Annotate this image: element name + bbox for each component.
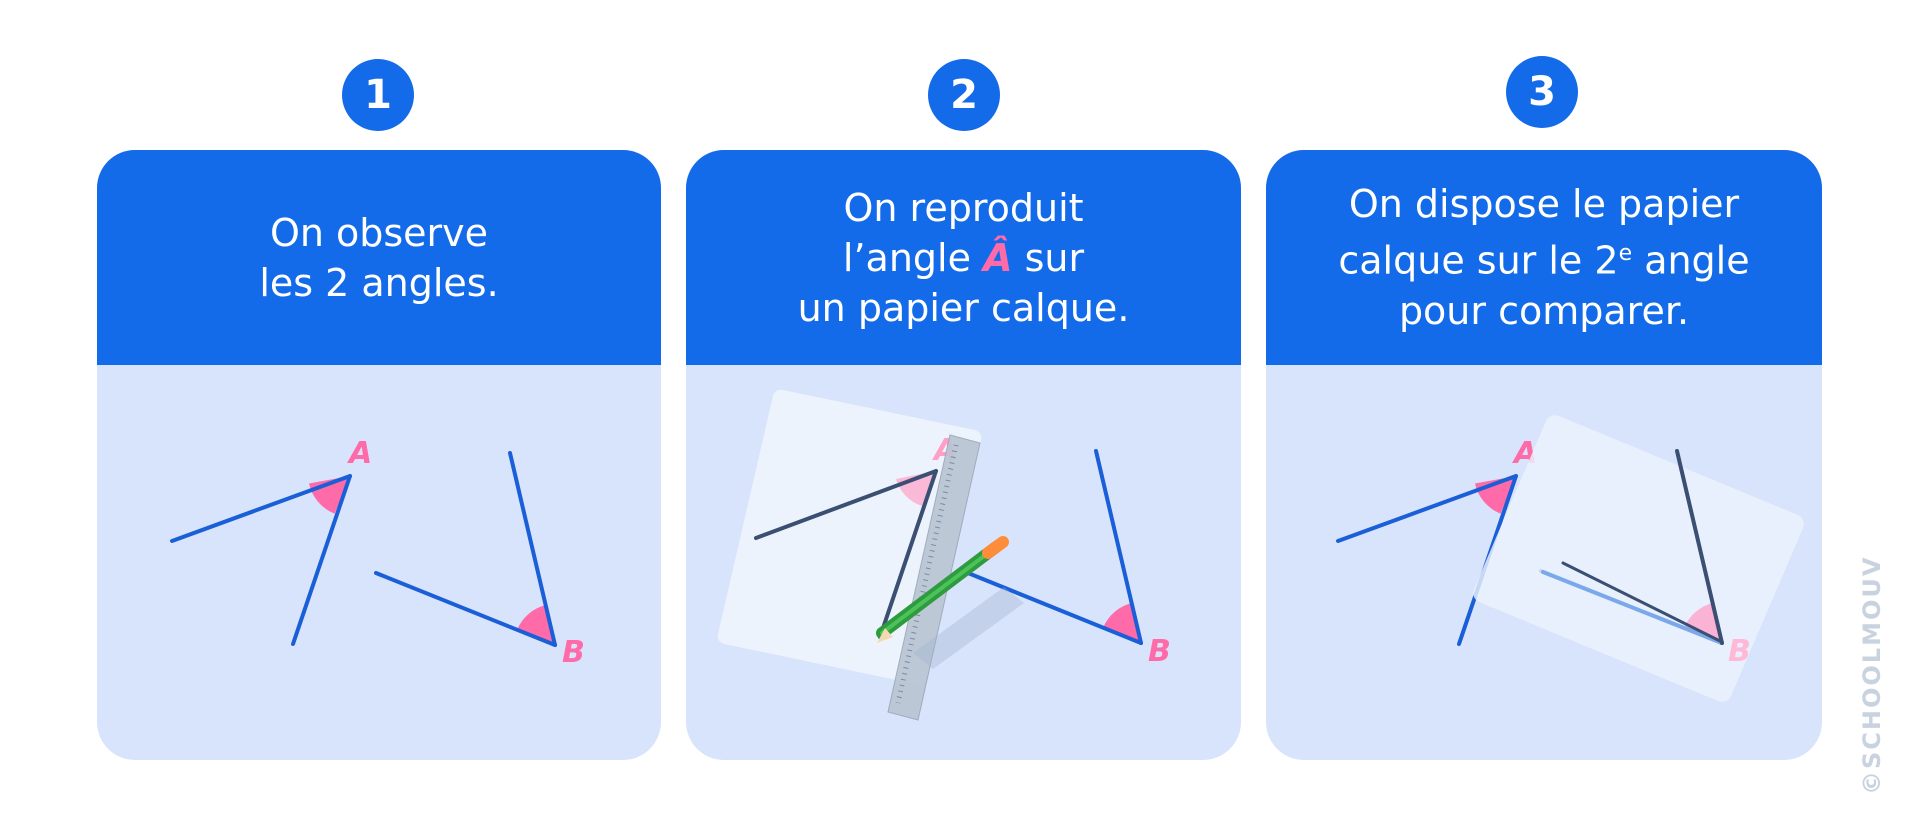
step-number-badge: 1 [342, 59, 414, 131]
angle-b-label: B [1148, 634, 1171, 669]
angle-a-label: A [347, 436, 372, 471]
step-number-badge: 2 [928, 59, 1000, 131]
angles-drawing: A B [170, 436, 585, 670]
copyright-watermark: ©SCHOOLMOUV [1858, 555, 1886, 795]
angle-b-label: B [562, 635, 585, 670]
description-text: l’angle [842, 235, 984, 280]
description-line: On dispose le papier [1348, 182, 1740, 227]
step-description: On dispose le papier calque sur le 2e an… [1266, 150, 1822, 365]
angle-a-symbol: Â [983, 235, 1013, 280]
description-line: On reproduit [843, 185, 1084, 230]
comparison-illustration: A B [1266, 365, 1822, 760]
description-text: angle [1632, 238, 1750, 283]
description-line: les 2 angles. [259, 260, 499, 305]
angles-illustration: A B [97, 365, 661, 760]
step-description: On observe les 2 angles. [97, 150, 661, 365]
traced-angle-overlay: B [1541, 449, 1751, 669]
step-number-badge: 3 [1506, 56, 1578, 128]
description-line: pour comparer. [1398, 288, 1690, 333]
angle-b: B [961, 449, 1171, 669]
description-line: un papier calque. [797, 285, 1130, 330]
description-line: l’angle Â sur [843, 233, 1084, 283]
description-line: calque sur le 2e angle [1338, 229, 1749, 286]
angle-a: A [170, 436, 372, 646]
comparison-drawing: A B [1336, 415, 1804, 702]
superscript: e [1618, 241, 1633, 267]
description-text: sur [1012, 235, 1085, 280]
tracing-illustration: A B [686, 365, 1241, 760]
step-card: On observe les 2 angles. A B [97, 150, 661, 760]
description-line: On observe [269, 210, 489, 255]
step-description: On reproduit l’angle Â sur un papier cal… [686, 150, 1241, 365]
tracing-paper [1473, 415, 1804, 702]
step-card: On reproduit l’angle Â sur un papier cal… [686, 150, 1241, 760]
pencil [876, 536, 1024, 669]
description-text: calque sur le 2 [1338, 238, 1619, 283]
tracing-drawing: A B [717, 389, 1171, 721]
angle-b: B [374, 451, 585, 670]
angle-b-label: B [1728, 634, 1751, 669]
step-card: On dispose le papier calque sur le 2e an… [1266, 150, 1822, 760]
traced-angle-a: A [754, 433, 957, 639]
